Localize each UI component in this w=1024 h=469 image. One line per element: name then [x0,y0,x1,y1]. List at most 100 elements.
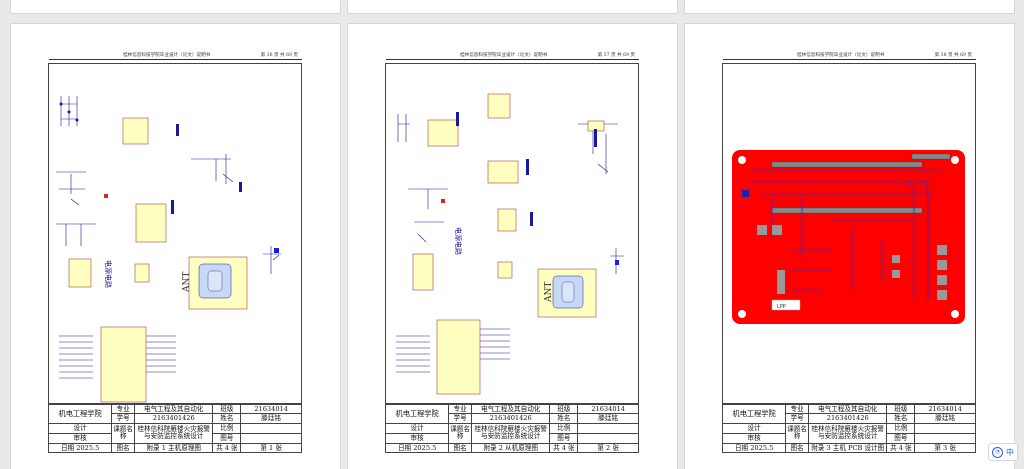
header-page-number: 第 36 页 共 69 页 [260,53,298,58]
figure-label: 图名 [448,442,473,454]
student-id-label: 学号 [448,413,473,424]
major-value: 电气工程及其自动化 [134,403,214,415]
major-value: 电气工程及其自动化 [808,403,888,415]
name-value: 滕廷铭 [914,413,976,424]
figure-value: 附录 2 从机原理图 [471,442,551,454]
sheet-number: 第 1 张 [240,442,302,454]
previous-page-sliver [10,0,341,14]
date-label: 日期 [60,443,75,452]
review-label: 审核 [721,432,787,444]
total-sheets: 共 4 张 [549,442,579,454]
student-id-label: 学号 [111,413,136,424]
drawing-no-label: 图号 [886,432,916,444]
drawing-no-value [914,432,976,444]
date-cell: 日期 2025.5 [384,442,450,454]
drawing-frame [48,63,302,453]
student-id-value: 2163401426 [471,413,551,424]
sheet-number: 第 2 张 [577,442,639,454]
page-1: 桂林信息科技学院毕业设计（论文）说明书 第 36 页 共 69 页 [10,23,341,469]
scale-label: 比例 [549,422,579,434]
previous-page-sliver [347,0,678,14]
date-value: 2025.5 [76,443,100,452]
header-rule [386,59,639,60]
title-block: 机电工程学院 专业 电气工程及其自动化 班级 21634014 学号 21634… [384,403,639,454]
power-circuit-label: 电源电路 [104,260,113,288]
drawing-no-label: 图号 [212,432,242,444]
class-label: 班级 [212,403,242,415]
major-label: 专业 [111,403,136,415]
date-cell: 日期 2025.5 [721,442,787,454]
review-label: 审核 [47,432,113,444]
ime-mode-label: 中 [1006,447,1014,457]
scale-value [914,422,976,434]
total-sheets: 共 4 张 [886,442,916,454]
name-label: 姓名 [212,413,242,424]
header-school: 桂林信息科技学院毕业设计（论文）说明书 [460,53,548,58]
design-label: 设计 [384,422,450,434]
figure-value: 附录 1 主机原理图 [134,442,214,454]
figure-label: 图名 [111,442,136,454]
drawing-no-label: 图号 [549,432,579,444]
scale-label: 比例 [212,422,242,434]
date-label: 日期 [397,443,412,452]
design-label: 设计 [721,422,787,434]
institute-name: 机电工程学院 [47,404,113,424]
institute-name: 机电工程学院 [721,404,787,424]
topic-value: 桂林信科院雁楼火灾报警与安防监控系统设计 [808,422,888,444]
drawing-no-value [577,432,639,444]
class-label: 班级 [886,403,916,415]
sheet-number: 第 3 张 [914,442,976,454]
total-sheets: 共 4 张 [212,442,242,454]
figure-label: 图名 [785,442,810,454]
name-label: 姓名 [886,413,916,424]
pcb-traces: LPP [738,153,959,318]
page-2: 桂林信息科技学院毕业设计（论文）说明书 第 37 页 共 69 页 [347,23,678,469]
topic-label: 课题名称 [111,422,136,444]
topic-value: 桂林信科院雁楼火灾报警与安防监控系统设计 [134,422,214,444]
header-school: 桂林信息科技学院毕业设计（论文）说明书 [123,53,211,58]
previous-page-sliver [684,0,1015,14]
ime-indicator[interactable]: ◔ 中 [988,443,1018,461]
review-label: 审核 [384,432,450,444]
institute-name: 机电工程学院 [384,404,450,424]
major-label: 专业 [785,403,810,415]
pcb-board-image: LPP [732,150,965,324]
ime-status-icon: ◔ [992,446,1003,458]
date-label: 日期 [734,443,749,452]
title-block: 机电工程学院 专业 电气工程及其自动化 班级 21634014 学号 21634… [47,403,302,454]
header-rule [723,59,976,60]
drawing-frame [385,63,639,453]
power-circuit-label: 电源电路 [454,227,463,255]
class-value: 21634014 [577,403,639,415]
pcb-label: LPP [777,304,786,310]
schematic-drawing: ANT 电源电路 [56,96,281,403]
figure-value: 附录 3 主机 PCB 设计图 [808,442,888,454]
drawing-frame [722,63,976,453]
major-value: 电气工程及其自动化 [471,403,551,415]
drawing-no-value [240,432,302,444]
date-cell: 日期 2025.5 [47,442,113,454]
name-label: 姓名 [549,413,579,424]
class-value: 21634014 [914,403,976,415]
header-page-number: 第 37 页 共 69 页 [597,53,635,58]
student-id-value: 2163401426 [134,413,214,424]
student-id-value: 2163401426 [808,413,888,424]
class-label: 班级 [549,403,579,415]
name-value: 滕廷铭 [577,413,639,424]
page-3: 桂林信息科技学院毕业设计（论文）说明书 第 38 页 共 69 页 [684,23,1015,469]
header-page-number: 第 38 页 共 69 页 [934,53,972,58]
name-value: 滕廷铭 [240,413,302,424]
student-id-label: 学号 [785,413,810,424]
scale-value [577,422,639,434]
topic-value: 桂林信科院雁楼火灾报警与安防监控系统设计 [471,422,551,444]
design-label: 设计 [47,422,113,434]
class-value: 21634014 [240,403,302,415]
header-school: 桂林信息科技学院毕业设计（论文）说明书 [797,53,885,58]
header-rule [49,59,302,60]
topic-label: 课题名称 [785,422,810,444]
schematic-drawing: ANT 电源电路 [396,93,624,395]
antenna-label: ANT [182,272,192,293]
date-value: 2025.5 [750,443,774,452]
topic-label: 课题名称 [448,422,473,444]
